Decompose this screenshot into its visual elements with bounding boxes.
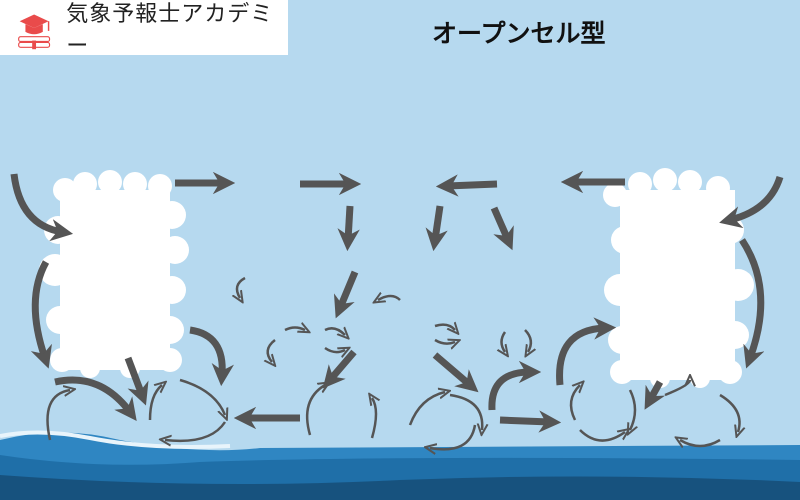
page-title: オープンセル型: [432, 19, 606, 48]
graduation-cap-icon: [18, 13, 51, 49]
cloud-right: [603, 168, 754, 388]
circulation-arrows: [10, 170, 784, 433]
sea: [0, 430, 800, 500]
small-eddy-arrows: [46, 276, 740, 449]
logo-text: 気象予報士アカデミー: [66, 1, 274, 59]
cloud-left: [39, 170, 189, 378]
logo[interactable]: 気象予報士アカデミー: [0, 0, 288, 59]
